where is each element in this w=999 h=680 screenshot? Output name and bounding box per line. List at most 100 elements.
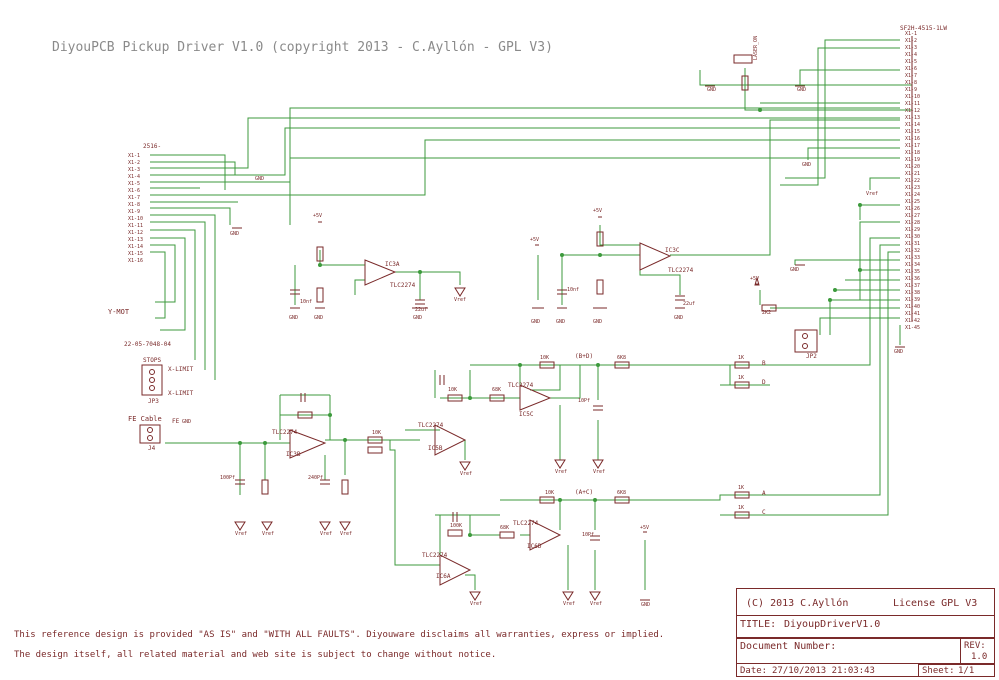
label-5v-3: +5V [530,237,540,243]
trace-network [150,39,912,590]
label-xlimit-1: X-LIMIT [168,366,194,373]
label-ic5c: IC5C [519,411,534,418]
value-r1k-1: 1K [738,355,745,361]
value-c10pf-2: 10Pf [582,532,595,538]
label-xlimit-2: X-LIMIT [168,390,194,397]
label-vref: Vref [590,601,603,607]
label-j4: J4 [148,445,156,452]
label-out-c: C [762,509,766,516]
label-out-b: B [762,360,766,367]
value-c100pf: 100Pf [220,475,236,481]
svg-text:X1-18: X1-18 [905,150,920,156]
value-r68k-2: 68K [500,525,510,531]
title-block-license: License GPL V3 [893,598,978,609]
svg-text:X1-6: X1-6 [128,188,140,194]
label-gnd: GND [802,162,812,168]
title-block-rev-label: REV: [964,641,986,651]
junction-dots [238,108,862,537]
svg-text:X1-9: X1-9 [905,87,917,93]
svg-text:X1-23: X1-23 [905,185,920,191]
svg-text:X1-25: X1-25 [905,199,920,205]
svg-text:X1-14: X1-14 [128,244,143,250]
label-gnd: GND [641,602,651,608]
value-c10nf-1: 10nf [300,299,313,305]
svg-text:X1-17: X1-17 [905,143,920,149]
title-block-date-label: Date: [740,666,768,676]
label-stops: STOPS [143,357,162,364]
label-5v-5: +5V [640,525,650,531]
svg-text:X1-35: X1-35 [905,269,920,275]
svg-text:X1-11: X1-11 [905,101,920,107]
value-r1k-2: 1K [738,375,745,381]
label-gnd: GND [797,87,807,93]
svg-text:X1-5: X1-5 [128,181,140,187]
svg-text:X1-39: X1-39 [905,297,920,303]
svg-text:X1-7: X1-7 [128,195,140,201]
value-r10k-4: 10K [545,490,555,496]
label-gnd: GND [531,319,541,325]
svg-text:X1-41: X1-41 [905,311,920,317]
label-ic6d: IC6D [527,543,542,550]
value-c10nf-2: 10nf [567,287,580,293]
svg-text:X1-11: X1-11 [128,223,143,229]
label-5v-1: +5V [313,213,323,219]
label-jp2: JP2 [806,353,817,360]
label-ic6a: IC6A [436,573,451,580]
label-ac: (A+C) [575,489,594,496]
label-tlc-5: TLC2274 [272,429,298,436]
label-gnd: GND [674,315,684,321]
svg-text:X1-3: X1-3 [128,167,140,173]
svg-text:X1-14: X1-14 [905,122,920,128]
label-fe: FE [172,418,180,425]
label-tlc-3: TLC2274 [508,382,534,389]
label-ic5b: IC5B [428,445,443,452]
label-ic3c: IC3C [665,247,680,254]
label-5v-4: +5V [750,276,760,282]
disclaimer-line-1: This reference design is provided "AS IS… [14,630,665,640]
label-bd: (B+D) [575,353,594,360]
label-vref: Vref [340,531,353,537]
value-r10k-1: 10K [540,355,550,361]
label-gnd: GND [255,176,265,182]
label-gnd: GND [182,419,192,425]
label-jst: 22-05-7048-04 [124,341,171,348]
value-c22uf-1: 22uf [415,307,428,313]
svg-text:X1-2: X1-2 [905,38,917,44]
svg-text:X1-4: X1-4 [905,52,917,58]
svg-text:X1-16: X1-16 [905,136,920,142]
svg-text:X1-13: X1-13 [905,115,920,121]
schematic-title: DiyouPCB Pickup Driver V1.0 (copyright 2… [52,40,553,55]
label-ic3b: IC3B [286,451,301,458]
svg-text:X1-32: X1-32 [905,248,920,254]
label-gnd: GND [556,319,566,325]
value-c22uf-2: 22uf [683,301,696,307]
svg-text:X1-3: X1-3 [905,45,917,51]
svg-text:X1-30: X1-30 [905,234,920,240]
label-tlc-7: TLC2274 [422,552,448,559]
label-tlc-1: TLC2274 [390,282,416,289]
label-gnd: GND [707,87,717,93]
svg-text:X1-27: X1-27 [905,213,920,219]
label-vref: Vref [470,601,483,607]
svg-text:X1-8: X1-8 [905,80,917,86]
svg-text:X1-15: X1-15 [905,129,920,135]
svg-text:X1-19: X1-19 [905,157,920,163]
label-vref: Vref [454,297,467,303]
svg-text:X1-26: X1-26 [905,206,920,212]
label-laser-on: LASER_ON [753,35,759,60]
label-tlc-2: TLC2274 [668,267,694,274]
title-block-doc-label: Document Number: [740,641,837,652]
svg-text:X1-1: X1-1 [128,153,140,159]
component-symbols [139,36,913,601]
svg-text:X1-8: X1-8 [128,202,140,208]
title-block-copyright: (C) 2013 C.Ayllón [746,598,849,609]
label-gnd: GND [314,315,324,321]
svg-text:X1-15: X1-15 [128,251,143,257]
label-gnd: GND [593,319,603,325]
svg-text:X1-33: X1-33 [905,255,920,261]
disclaimer-line-2: The design itself, all related material … [14,650,497,660]
svg-text:X1-45: X1-45 [905,325,920,331]
svg-text:X1-21: X1-21 [905,171,920,177]
right-connector-pin-labels: X1-1X1-2X1-3 X1-4X1-5X1-6 X1-7X1-8X1-9 X… [905,31,920,331]
title-block-title-label: TITLE: [740,619,777,630]
